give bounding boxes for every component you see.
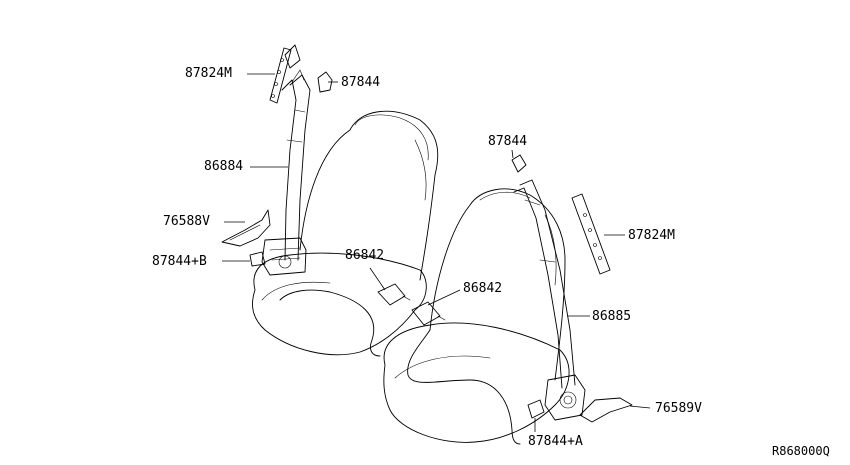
leader-lines <box>222 73 651 432</box>
clip-87844b <box>249 251 266 267</box>
part-label-86885: 86885 <box>592 309 632 324</box>
reference-code: R868000Q <box>772 444 830 458</box>
clip-87844a <box>527 399 545 419</box>
part-label-87844b: 87844+B <box>152 254 207 269</box>
right-buckle-86842 <box>407 301 521 445</box>
left-rail-87824m <box>269 47 292 104</box>
part-label-87844-right: 87844 <box>488 134 528 149</box>
left-buckle-86842 <box>279 283 411 357</box>
left-seat <box>252 110 439 356</box>
part-label-87824m-right: 87824M <box>628 228 675 243</box>
part-label-86842-right: 86842 <box>463 281 503 296</box>
bracket-76589v <box>579 397 633 423</box>
part-label-86884: 86884 <box>204 159 244 174</box>
part-label-86842-left: 86842 <box>345 248 385 263</box>
part-label-87844a: 87844+A <box>528 434 583 449</box>
cover-87844-left-top <box>317 71 333 93</box>
left-belt-86884 <box>261 44 311 276</box>
bracket-76588v <box>221 209 271 247</box>
right-rail-87824m <box>571 193 611 275</box>
right-belt-86885 <box>511 154 586 421</box>
part-label-87824m-left: 87824M <box>185 66 232 81</box>
part-label-76588v: 76588V <box>163 214 210 229</box>
part-label-76589v: 76589V <box>655 401 702 416</box>
part-label-87844-left: 87844 <box>341 75 381 90</box>
